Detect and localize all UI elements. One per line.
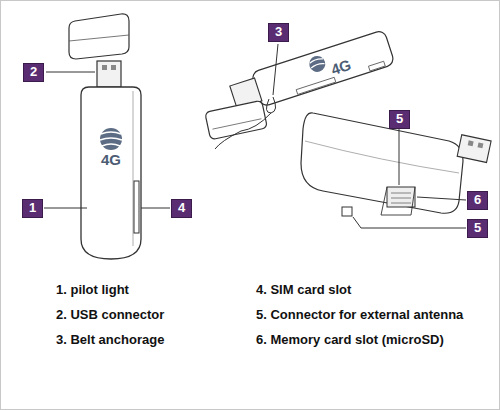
cap-edge (69, 35, 129, 41)
leader-line (353, 217, 466, 228)
callout-box: 6 (467, 191, 488, 210)
callout-box: 4 (171, 199, 192, 218)
callout-number: 4 (178, 200, 185, 216)
lanyard (215, 97, 276, 149)
leader-line (273, 44, 278, 95)
usb-hole (102, 65, 107, 70)
usb-connector (457, 135, 491, 163)
legend-item: 2. USB connector (56, 307, 164, 322)
callout-number: 1 (29, 200, 36, 216)
leader-line (399, 129, 400, 185)
callout-box: 1 (22, 199, 43, 218)
card-slot-lines (391, 193, 411, 203)
usb-hole (111, 65, 116, 70)
usb-hole (477, 142, 483, 148)
leader-line (44, 208, 87, 209)
logo-globe (307, 54, 327, 74)
logo (100, 128, 122, 150)
callout-number: 5 (474, 220, 481, 236)
leader-line (46, 72, 95, 73)
cap (69, 14, 129, 59)
logo-globe (100, 128, 122, 150)
legend-item: 5. Connector for external antenna (256, 307, 463, 322)
sim-slot (134, 181, 139, 233)
callout-number: 6 (474, 192, 481, 208)
body-edge (305, 141, 459, 173)
callout-box: 5 (467, 219, 488, 238)
cap-edge (212, 119, 261, 129)
leader-lines (44, 44, 466, 228)
antenna-connector (342, 207, 352, 216)
side-slot (296, 77, 336, 94)
legend-item: 6. Memory card slot (microSD) (256, 332, 444, 347)
dongle-body (81, 87, 141, 259)
card-compartment (387, 187, 415, 207)
logo-text: 4G (101, 151, 121, 168)
side-slot (368, 61, 385, 71)
callout-number: 3 (275, 24, 282, 40)
callout-box: 2 (23, 63, 44, 82)
open-cover (381, 187, 415, 215)
callout-box: 3 (268, 23, 289, 42)
callout-number: 2 (30, 64, 37, 80)
logo-stripes (100, 132, 122, 146)
usb-connector (97, 61, 121, 87)
logo-stripes (309, 57, 324, 68)
usb-hole (468, 140, 474, 146)
body-edge (133, 91, 134, 246)
legend-item: 3. Belt anchorage (56, 332, 164, 347)
leader-line (417, 197, 466, 200)
callout-number: 5 (396, 111, 403, 127)
legend-item: 4. SIM card slot (256, 282, 351, 297)
usb-connector (457, 135, 491, 163)
legend-item: 1. pilot light (56, 282, 129, 297)
leader-line (141, 208, 170, 209)
callout-box: 5 (389, 110, 410, 129)
